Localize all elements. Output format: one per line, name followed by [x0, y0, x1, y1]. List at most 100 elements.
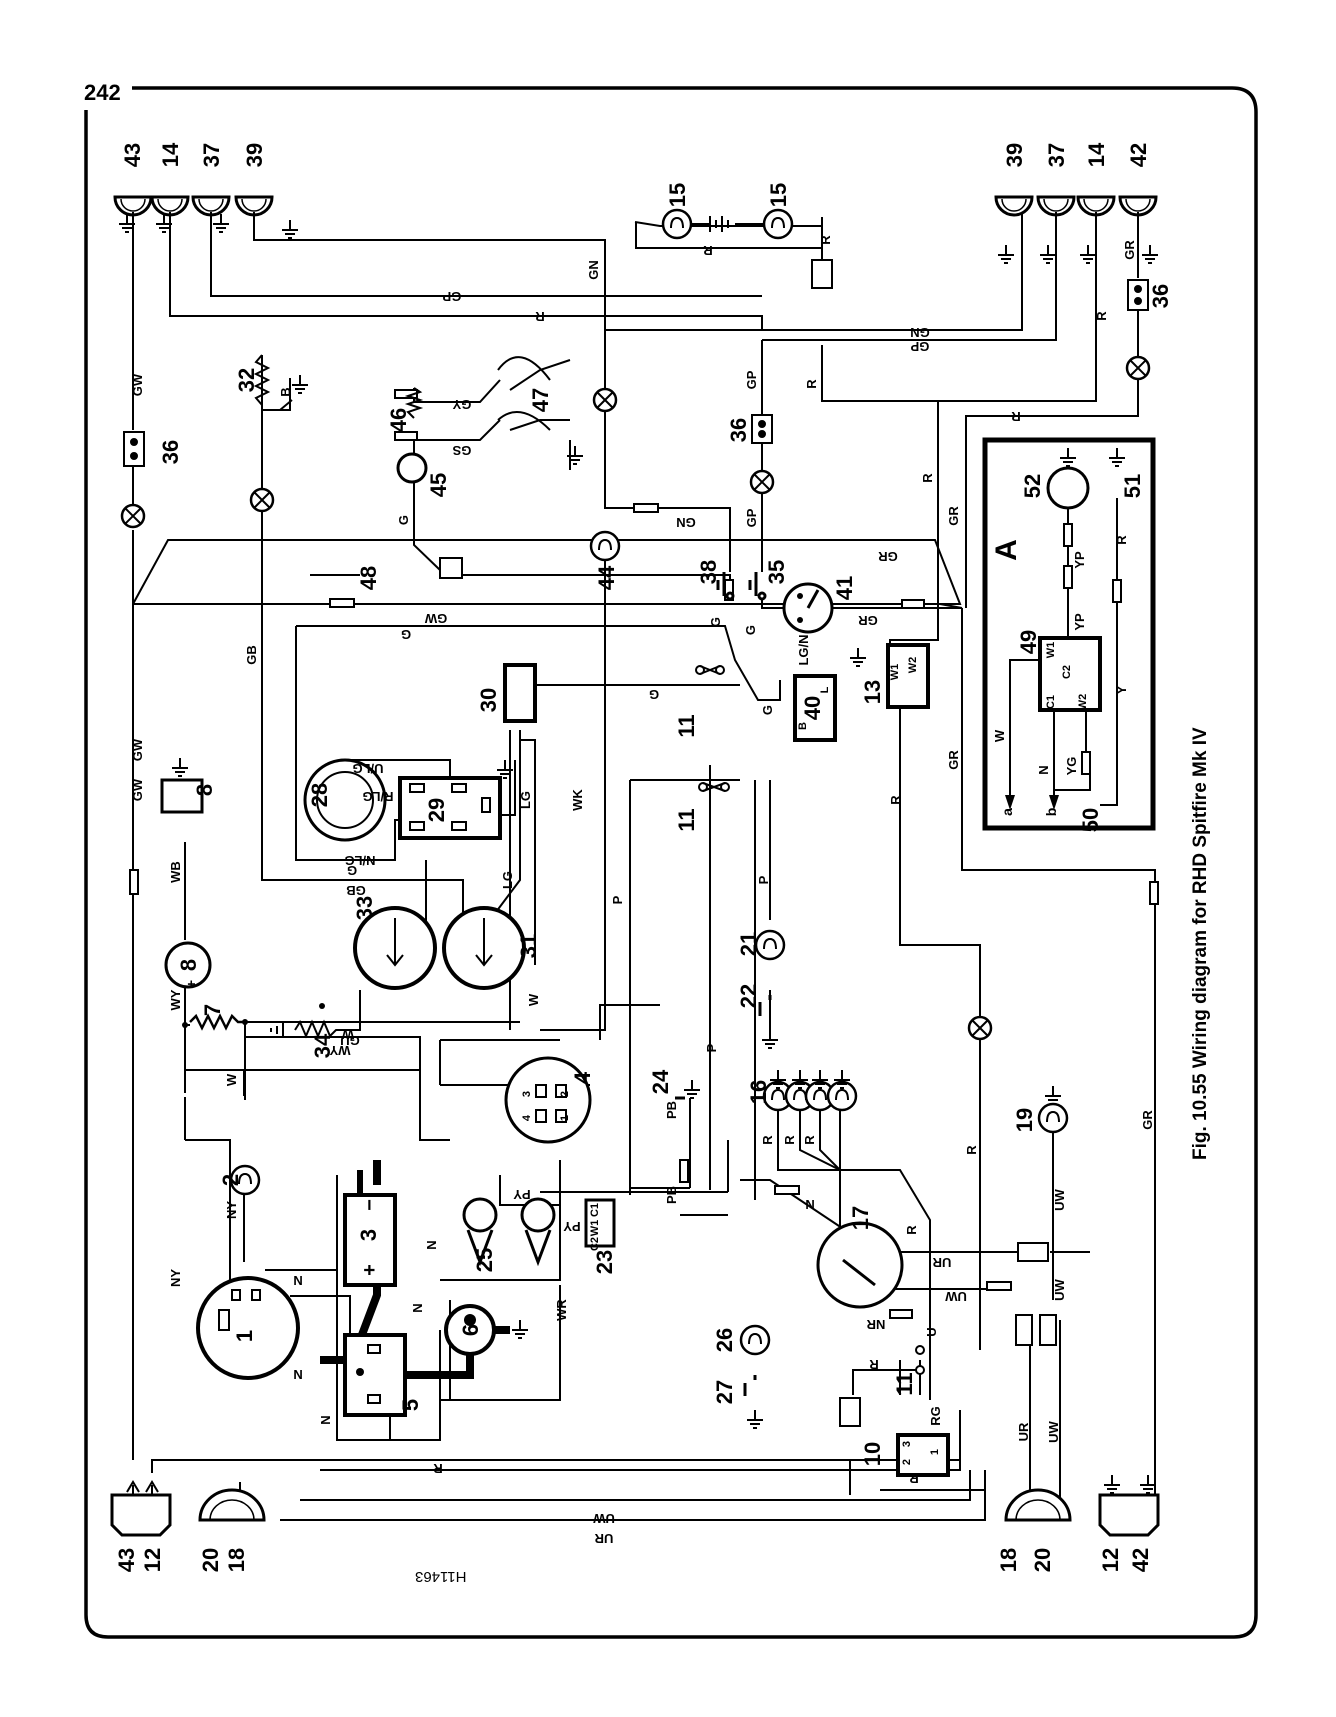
terminal-w2-13: W2 — [907, 657, 919, 674]
bottom-left-connector — [110, 1480, 172, 1537]
label-41: 41 — [832, 576, 857, 600]
wire-ur-1: UR — [932, 1255, 951, 1270]
wire-g-5: G — [760, 705, 775, 715]
wire-lg-1: LG — [518, 791, 533, 809]
component-45 — [396, 452, 428, 484]
label-35: 35 — [764, 560, 789, 584]
label-20-right: 20 — [1030, 1548, 1055, 1572]
component-30 — [503, 663, 537, 723]
wire-gp-mid1: GP — [744, 370, 759, 389]
wire-n-6: N — [805, 1197, 814, 1212]
component-40 — [793, 674, 837, 742]
wire-gb-2: GB — [346, 883, 366, 898]
label-10: 10 — [860, 1442, 885, 1466]
wire-r-16c: R — [802, 1135, 817, 1145]
label-14-top-left: 14 — [158, 142, 183, 167]
label-44: 44 — [594, 565, 619, 590]
label-22: 22 — [736, 984, 761, 1008]
label-39-top-right: 39 — [1002, 143, 1027, 167]
wire-gn-right: GN — [910, 325, 930, 340]
label-7: 7 — [200, 1004, 225, 1016]
terminal-plus-3: + — [359, 1264, 381, 1276]
label-29: 29 — [424, 798, 449, 822]
label-25: 25 — [472, 1248, 497, 1272]
wire-g-3: G — [708, 617, 723, 627]
wire-p-2: P — [756, 875, 771, 884]
wire-p-3: P — [704, 1043, 719, 1052]
wire-py-2: PY — [563, 1219, 581, 1234]
wire-ur-2: UR — [1016, 1422, 1031, 1441]
wire-gn-44: GN — [676, 515, 696, 530]
label-37-top-right: 37 — [1044, 143, 1069, 167]
figure-caption: Fig. 10.55 Wiring diagram for RHD Spitfi… — [1190, 727, 1211, 1160]
label-36-right: 36 — [1148, 284, 1173, 308]
wire-r-15b: R — [818, 235, 833, 245]
component-3-battery — [343, 1193, 397, 1287]
terminal-plus-8: + — [183, 980, 199, 988]
label-2: 2 — [218, 1174, 243, 1186]
label-43-top-left: 43 — [120, 143, 145, 167]
label-18-left: 18 — [224, 1548, 249, 1572]
wire-nlg: N/LG — [344, 853, 375, 868]
page-frame — [84, 86, 1258, 1639]
wire-py-1: PY — [513, 1187, 531, 1202]
label-52: 52 — [1020, 474, 1045, 498]
wire-n-2: N — [293, 1367, 302, 1382]
label-36-left: 36 — [158, 440, 183, 464]
label-34: 34 — [310, 1033, 335, 1058]
wire-r-10: R — [869, 1357, 879, 1372]
wire-n-3: N — [318, 1415, 333, 1424]
label-1: 1 — [232, 1330, 257, 1342]
label-26: 26 — [712, 1328, 737, 1352]
wire-uw-bottom: UW — [592, 1511, 614, 1526]
label-40: 40 — [800, 696, 825, 720]
wiring-lines — [132, 212, 1156, 1521]
wire-g-2: G — [649, 687, 659, 702]
wire-g-4: G — [743, 625, 758, 635]
wire-gr-diag: GR — [878, 549, 898, 564]
terminal-b-40: B — [797, 722, 809, 730]
wire-wk: WK — [570, 789, 585, 811]
terminal-b-inset: b — [1043, 808, 1059, 817]
component-23 — [584, 1198, 616, 1248]
wire-gp-mid2: GP — [744, 508, 759, 527]
wire-uw-3: UW — [1046, 1420, 1061, 1442]
terminal-4-4: 4 — [521, 1114, 533, 1121]
label-8: 8 — [176, 959, 201, 971]
label-11-upper: 11 — [674, 714, 699, 737]
wire-n-5: N — [410, 1303, 425, 1312]
wire-gr-right-low: GR — [1140, 1110, 1155, 1130]
label-20-left: 20 — [198, 1548, 223, 1572]
wire-rg: RG — [928, 1406, 943, 1426]
wire-r-15: R — [703, 243, 713, 258]
wire-g-45: G — [396, 515, 411, 525]
label-15a: 15 — [665, 183, 690, 207]
label-19: 19 — [1012, 1108, 1037, 1132]
label-33: 33 — [352, 896, 377, 920]
wire-n-4: N — [424, 1240, 439, 1249]
top-left-lamps — [113, 195, 299, 239]
terminal-l-40: L — [819, 686, 831, 693]
label-51: 51 — [1120, 474, 1145, 498]
wire-r-mid: R — [804, 379, 819, 389]
label-37-top-left: 37 — [199, 143, 224, 167]
wire-w-31: W — [526, 993, 541, 1006]
wire-gp-top: GP — [442, 289, 461, 304]
label-30: 30 — [476, 688, 501, 712]
component-1 — [196, 1276, 300, 1380]
wire-gs: GS — [452, 443, 471, 458]
component-7 — [189, 1013, 245, 1031]
label-45: 45 — [426, 473, 451, 497]
component-8 — [164, 941, 212, 989]
label-9: 8 — [192, 784, 217, 796]
label-16: 16 — [746, 1080, 771, 1104]
wire-uw-1: UW — [944, 1289, 966, 1304]
wire-pb-2: PB — [664, 1186, 679, 1204]
label-50: 50 — [1078, 808, 1103, 832]
terminal-3-4: 3 — [521, 1091, 533, 1097]
label-11-mid: 11 — [674, 808, 699, 831]
label-47: 47 — [528, 388, 553, 412]
inset-a — [982, 437, 1156, 831]
wire-uw-19: UW — [1052, 1188, 1067, 1210]
wire-wy: WY — [168, 989, 183, 1010]
